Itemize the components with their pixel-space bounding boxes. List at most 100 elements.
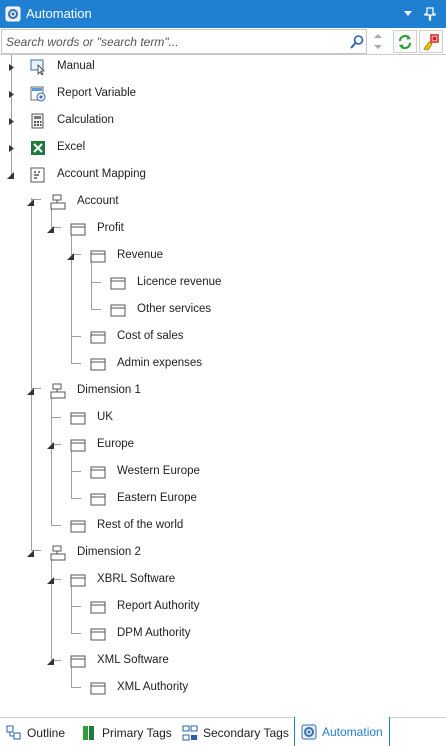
tree-node-label: Dimension 1 <box>77 384 141 396</box>
tree-node-eastern-europe[interactable]: Eastern Europe <box>0 488 446 510</box>
tab-label: Secondary Tags <box>203 725 289 740</box>
tree-node-other-services[interactable]: Other services <box>0 299 446 321</box>
tree-node-label: Eastern Europe <box>117 492 197 504</box>
tree-node-label: UK <box>97 411 113 423</box>
tree-node-label: Report Variable <box>57 87 137 99</box>
tree-node-dimension-2[interactable]: Dimension 2 <box>0 542 446 564</box>
tree-node-xml-software[interactable]: XML Software <box>0 650 446 672</box>
secondary-tags-icon <box>182 725 198 740</box>
collapse-arrow-icon[interactable] <box>66 252 75 261</box>
automation-icon <box>301 724 317 739</box>
tree-node-excel[interactable]: Excel <box>0 137 446 159</box>
tree-node-label: Profit <box>97 222 124 234</box>
member-icon <box>90 493 106 506</box>
tree-node-dpm-authority[interactable]: DPM Authority <box>0 623 446 645</box>
search-nav-spinner[interactable] <box>369 30 387 53</box>
highlight-button[interactable] <box>419 30 443 53</box>
tree-node-manual[interactable]: Manual <box>0 56 446 78</box>
tree-line <box>71 687 81 688</box>
search-icon[interactable] <box>349 34 365 50</box>
member-icon <box>70 655 86 668</box>
tree-node-label: Account Mapping <box>57 168 146 180</box>
tree-line <box>71 633 81 634</box>
tree-line <box>71 471 81 472</box>
chevron-down-icon[interactable] <box>369 41 387 52</box>
tree-node-admin-expenses[interactable]: Admin expenses <box>0 353 446 375</box>
tree-node-account[interactable]: Account <box>0 191 446 213</box>
search-input[interactable] <box>6 33 336 51</box>
manual-cursor-icon <box>30 59 45 75</box>
tree-line <box>31 198 32 550</box>
tree-node-xbrl-software[interactable]: XBRL Software <box>0 569 446 591</box>
tab-label: Primary Tags <box>102 725 172 740</box>
pin-icon[interactable] <box>420 4 440 24</box>
tree-line <box>71 606 81 607</box>
collapse-arrow-icon[interactable] <box>46 225 55 234</box>
member-icon <box>70 520 86 533</box>
tree-node-label: XML Software <box>97 654 169 666</box>
member-icon <box>90 466 106 479</box>
tree-line <box>51 579 61 580</box>
tree-line <box>91 261 92 310</box>
expand-arrow-icon[interactable] <box>7 144 16 153</box>
tab-secondary-tags[interactable]: Secondary Tags <box>182 718 289 746</box>
tree-line <box>71 254 81 255</box>
search-box <box>1 29 367 54</box>
tree-node-western-europe[interactable]: Western Europe <box>0 461 446 483</box>
tab-primary-tags[interactable]: Primary Tags <box>81 718 172 746</box>
tab-outline[interactable]: Outline <box>6 718 65 746</box>
tree-node-licence-revenue[interactable]: Licence revenue <box>0 272 446 294</box>
tree-line <box>71 363 81 364</box>
tree-node-label: Rest of the world <box>97 519 184 531</box>
tree-node-label: Account <box>77 195 119 207</box>
tree-node-revenue[interactable]: Revenue <box>0 245 446 267</box>
tree-node-xml-authority[interactable]: XML Authority <box>0 677 446 699</box>
excel-icon <box>31 141 45 155</box>
collapse-arrow-icon[interactable] <box>46 441 55 450</box>
tree-node-dimension-1[interactable]: Dimension 1 <box>0 380 446 402</box>
tree-line <box>51 557 52 661</box>
tree-node-label: Dimension 2 <box>77 546 141 558</box>
tree-line <box>11 55 12 175</box>
tree-line <box>31 550 41 551</box>
expand-arrow-icon[interactable] <box>7 63 16 72</box>
tree-node-europe[interactable]: Europe <box>0 434 446 456</box>
tree-node-label: Licence revenue <box>137 276 222 288</box>
chevron-up-icon[interactable] <box>369 30 387 41</box>
tab-label: Automation <box>322 724 383 739</box>
tree-node-label: DPM Authority <box>117 627 191 639</box>
tree-node-calculation[interactable]: Calculation <box>0 110 446 132</box>
report-variable-icon <box>30 86 46 102</box>
collapse-arrow-icon[interactable] <box>46 576 55 585</box>
refresh-button[interactable] <box>393 30 417 53</box>
dropdown-arrow-icon[interactable] <box>398 4 418 24</box>
tree-node-cost-of-sales[interactable]: Cost of sales <box>0 326 446 348</box>
refresh-icon <box>398 34 412 49</box>
member-icon <box>90 628 106 641</box>
collapse-arrow-icon[interactable] <box>26 198 35 207</box>
tree-node-label: Admin expenses <box>117 357 203 369</box>
expand-arrow-icon[interactable] <box>7 90 16 99</box>
expand-arrow-icon[interactable] <box>7 117 16 126</box>
tree-node-rest-of-the-world[interactable]: Rest of the world <box>0 515 446 537</box>
tree-node-profit[interactable]: Profit <box>0 218 446 240</box>
tree-node-label: Other services <box>137 303 212 315</box>
tree-node-report-variable[interactable]: Report Variable <box>0 83 446 105</box>
tree-node-report-authority[interactable]: Report Authority <box>0 596 446 618</box>
collapse-arrow-icon[interactable] <box>6 171 15 180</box>
member-icon <box>110 304 126 317</box>
tree-node-uk[interactable]: UK <box>0 407 446 429</box>
member-icon <box>90 601 106 614</box>
collapse-arrow-icon[interactable] <box>26 549 35 558</box>
tree-line <box>51 444 61 445</box>
tree-node-account-mapping[interactable]: Account Mapping <box>0 164 446 186</box>
collapse-arrow-icon[interactable] <box>26 387 35 396</box>
tab-automation[interactable]: Automation <box>294 717 390 746</box>
collapse-arrow-icon[interactable] <box>46 657 55 666</box>
tree-node-label: Europe <box>97 438 135 450</box>
panel-tab-bar: Outline Primary Tags Secondary Tags Auto… <box>0 717 446 746</box>
tree-line <box>71 451 72 499</box>
tree-line <box>51 525 61 526</box>
hierarchy-icon <box>50 383 66 399</box>
tree-line <box>51 417 61 418</box>
